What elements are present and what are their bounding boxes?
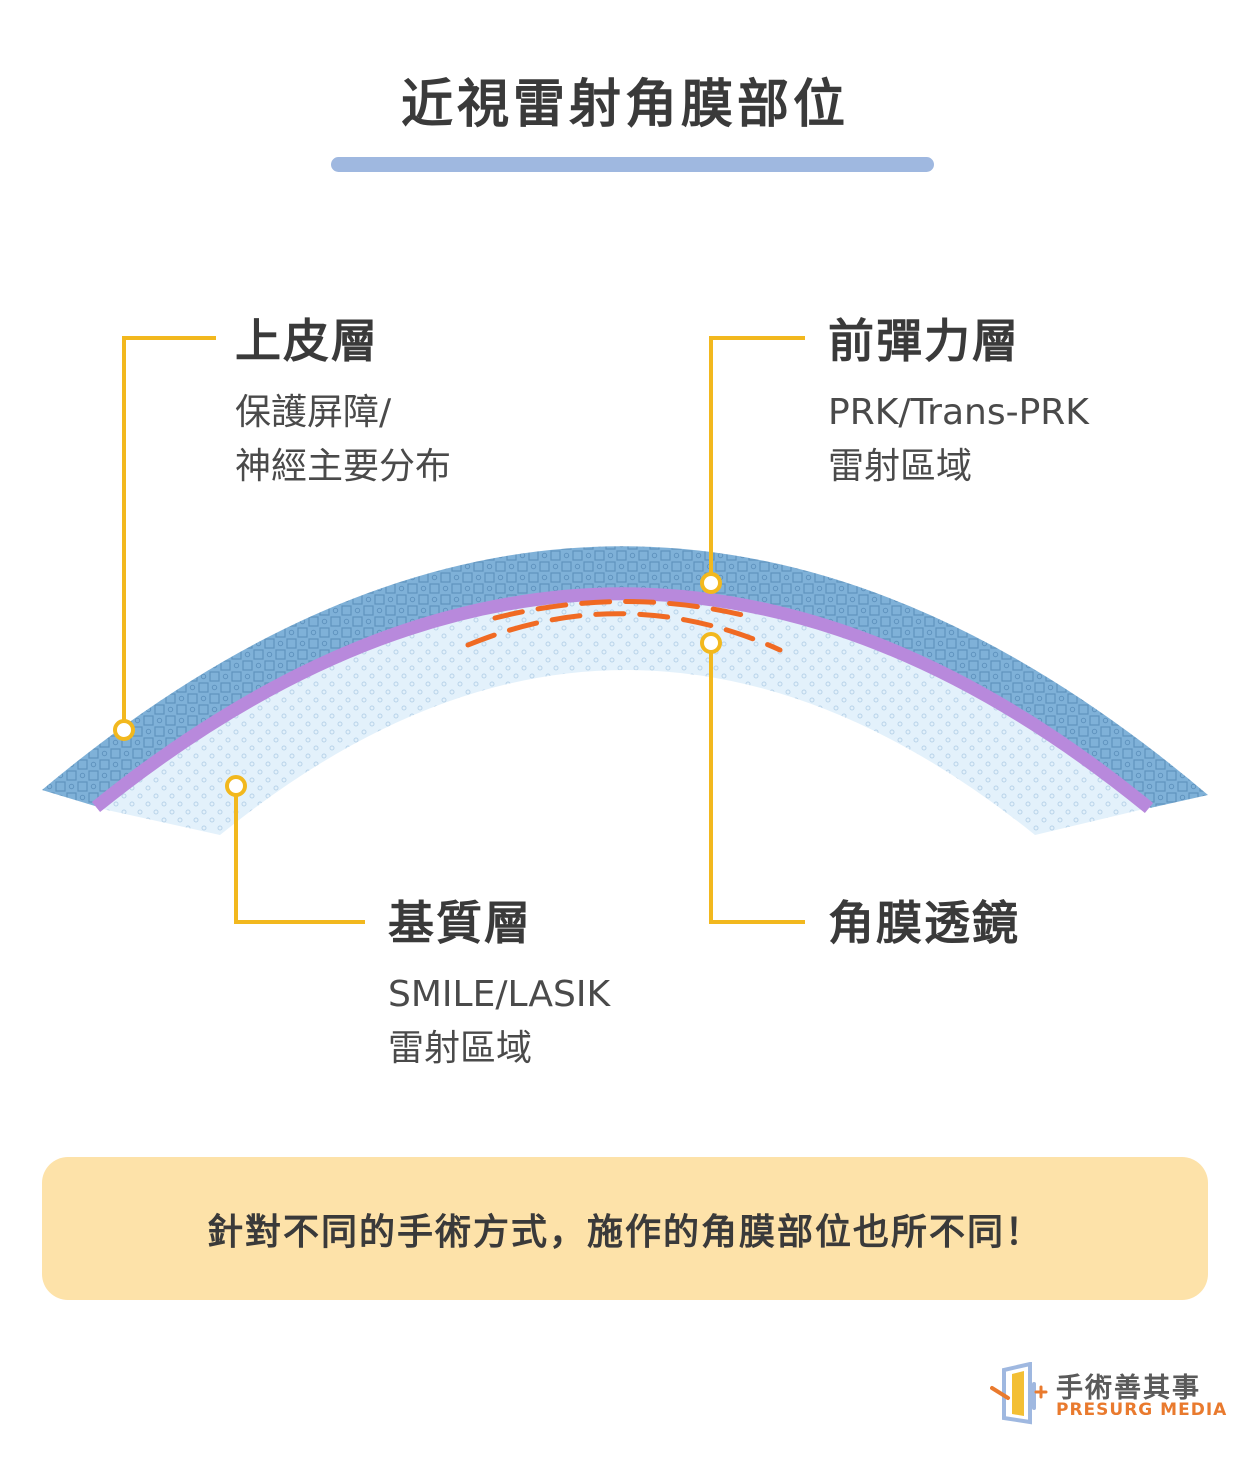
label-stroma: 基質層 SMILE/LASIK 雷射區域 xyxy=(388,900,610,1076)
label-heading: 前彈力層 xyxy=(828,314,1020,368)
marker-epithelium xyxy=(113,719,135,741)
lenticule-line-upper xyxy=(465,611,783,653)
label-desc: PRK/Trans-PRK 雷射區域 xyxy=(828,386,1089,494)
leader-stroma xyxy=(234,786,365,924)
label-desc: SMILE/LASIK 雷射區域 xyxy=(388,968,610,1076)
brand-subtitle: PRESURG MEDIA xyxy=(1056,1400,1228,1420)
note-text: 針對不同的手術方式，施作的角膜部位也所不同！ xyxy=(206,1211,1043,1253)
marker-lens xyxy=(700,632,722,654)
brand-name: 手術善其事 xyxy=(1056,1373,1201,1404)
leader-epithelium xyxy=(122,336,216,730)
label-bowman: 前彈力層 PRK/Trans-PRK 雷射區域 xyxy=(828,318,1089,494)
label-heading: 角膜透鏡 xyxy=(828,896,1020,950)
label-epithelium: 上皮層 保護屏障/ 神經主要分布 xyxy=(235,318,451,494)
label-desc-line: 雷射區域 xyxy=(388,1028,533,1069)
label-lens: 角膜透鏡 xyxy=(828,900,1020,946)
label-desc-line: SMILE/LASIK xyxy=(388,974,611,1015)
label-desc-line: PRK/Trans-PRK xyxy=(828,392,1089,433)
door-logo-icon xyxy=(990,1362,1048,1425)
label-desc: 保護屏障/ 神經主要分布 xyxy=(235,386,451,494)
title-underline xyxy=(331,157,934,172)
epithelium-layer xyxy=(42,546,1208,808)
bowman-layer xyxy=(91,587,1154,814)
label-heading: 基質層 xyxy=(388,896,532,950)
marker-bowman xyxy=(700,572,722,594)
marker-stroma xyxy=(225,775,247,797)
leader-lens xyxy=(709,643,805,924)
label-desc-line: 保護屏障/ xyxy=(235,392,392,433)
stroma-layer xyxy=(98,595,1148,835)
brand-logo: 手術善其事 PRESURG MEDIA xyxy=(990,1362,1226,1426)
label-heading: 上皮層 xyxy=(235,314,379,368)
lenticule-line-lower xyxy=(492,599,758,621)
note-box: 針對不同的手術方式，施作的角膜部位也所不同！ xyxy=(42,1157,1208,1300)
label-desc-line: 雷射區域 xyxy=(828,446,973,487)
page-title: 近視雷射角膜部位 xyxy=(400,75,849,135)
leader-bowman xyxy=(709,336,805,583)
label-desc-line: 神經主要分布 xyxy=(235,446,452,487)
